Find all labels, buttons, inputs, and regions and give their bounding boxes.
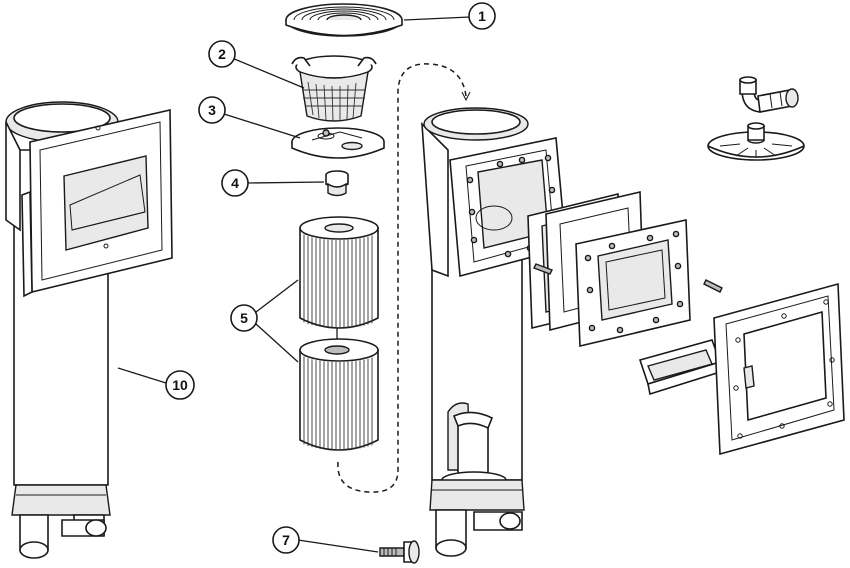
elbow-fitting [739, 76, 799, 113]
callout-1: 1 [403, 2, 496, 30]
callout-3: 3 [198, 96, 301, 139]
callout-label: 2 [218, 46, 226, 62]
callout-label: 1 [478, 8, 486, 24]
arrow-head-icon [461, 91, 471, 102]
callout-label: 3 [208, 102, 216, 118]
callout-7: 7 [272, 526, 379, 554]
suction-disk [707, 122, 805, 161]
callout-5: 5 [230, 279, 299, 363]
callout-4: 4 [221, 169, 325, 197]
skimmer-lid [285, 3, 403, 37]
assembled-skimmer [5, 101, 173, 559]
callout-label: 5 [240, 310, 248, 326]
skimmer-body-exploded [421, 107, 567, 557]
weir-door [638, 339, 722, 396]
callout-10: 10 [117, 367, 195, 400]
callout-2: 2 [208, 40, 305, 89]
callout-label: 7 [282, 532, 290, 548]
filter-cartridge-lower [299, 338, 379, 451]
faceplate-mount [575, 219, 691, 348]
trim-plate [713, 282, 845, 456]
assembly-path-line [337, 63, 467, 493]
skimmer-basket [291, 55, 377, 122]
adapter-fitting [325, 170, 349, 197]
callout-label: 10 [172, 377, 188, 393]
callout-label: 4 [231, 175, 239, 191]
drain-plug [379, 540, 420, 564]
filter-cartridge-upper [299, 216, 379, 329]
cover-plate [291, 127, 385, 159]
